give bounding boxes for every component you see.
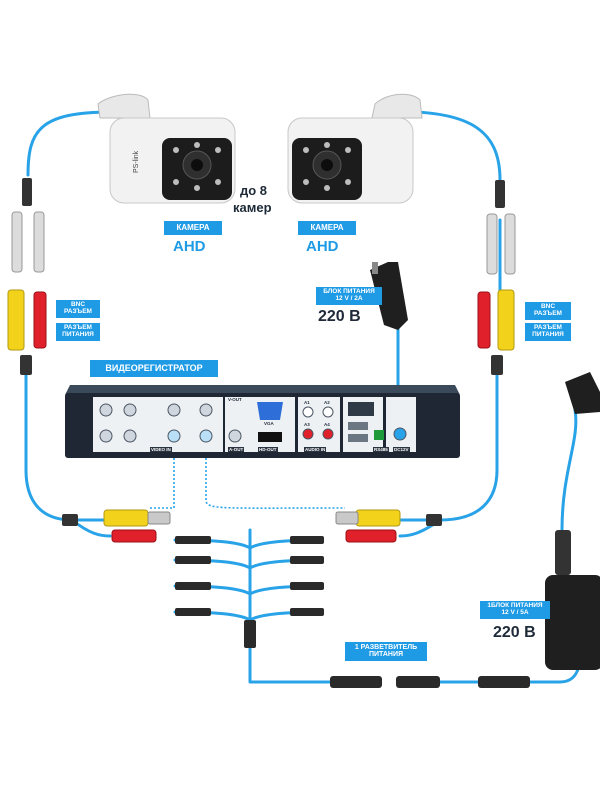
power-plug-icon	[330, 676, 382, 688]
psu-large-voltage: 220 В	[493, 624, 536, 641]
power-plug-icon	[504, 213, 516, 275]
hdmi-port	[258, 432, 282, 442]
camera-left: PS-link	[97, 93, 236, 204]
bnc-connector-icon	[497, 289, 515, 351]
usb-port	[348, 422, 368, 430]
hd-out-label: HD-OUT	[258, 447, 278, 452]
psu-cord-end	[555, 530, 571, 575]
ir-leds	[303, 142, 351, 191]
rs485-label: RS485	[373, 447, 389, 452]
power-panel	[386, 397, 416, 452]
splitter-plugs	[175, 536, 324, 648]
camera-lens-center	[191, 159, 203, 171]
cable-splitter-block	[62, 514, 78, 526]
right-bnc-label: BNC РАЗЪЕМ	[525, 302, 571, 320]
a-out-port	[228, 429, 242, 443]
bnc-connector-icon	[7, 289, 25, 351]
video-in-label: VIDEO IN	[150, 447, 172, 452]
splitter-barrels	[330, 676, 530, 688]
a3-label: A3	[304, 422, 310, 427]
camera-right	[287, 93, 423, 204]
left-bnc-label: BNC РАЗЪЕМ	[56, 300, 100, 318]
bnc-tip	[147, 511, 171, 525]
power-plug-icon	[396, 676, 440, 688]
cable-right-down	[438, 368, 499, 522]
bnc-tip	[335, 511, 359, 525]
lan-port	[348, 402, 374, 416]
psu-small-label: БЛОК ПИТАНИЯ 12 V / 2A	[316, 287, 382, 305]
a-out-label: A-OUT	[228, 447, 245, 452]
cable-splitter-block	[426, 514, 442, 526]
up-to-cameras-line2: камер	[233, 200, 272, 215]
camera-lens-center	[321, 159, 333, 171]
cable-splitter-block	[22, 178, 32, 206]
lower-connectors	[62, 509, 442, 543]
power-plug-icon	[477, 291, 491, 349]
power-plug-icon	[111, 529, 157, 543]
psu-large	[545, 372, 600, 670]
psu-small-voltage: 220 В	[318, 308, 361, 325]
psu-small	[370, 262, 408, 330]
vga-top-label: V-OUT	[228, 397, 242, 402]
bnc-connector-icon	[486, 213, 498, 275]
left-power-label: РАЗЪЕМ ПИТАНИЯ	[56, 323, 100, 341]
bnc-ports	[99, 403, 213, 443]
a1-label: A1	[304, 400, 310, 405]
camera-mount-icon	[371, 93, 423, 119]
camera-right-tag: КАМЕРА	[298, 221, 356, 236]
camera-mount-icon	[97, 93, 151, 119]
cable-plug	[560, 408, 578, 532]
vga-port	[257, 402, 283, 420]
video-line-left	[150, 450, 175, 509]
audio-panel	[298, 397, 340, 452]
a2-label: A2	[324, 400, 330, 405]
video-line-right	[205, 450, 346, 509]
usb-port	[348, 434, 368, 442]
splitter-icon	[244, 620, 256, 648]
dvr-title: ВИДЕОРЕГИСТРАТОР	[90, 360, 218, 378]
bnc-connector-icon	[103, 509, 149, 527]
camera-brand-left: PS-link	[133, 150, 140, 173]
camera-right-type-label: КАМЕРА	[310, 223, 344, 232]
up-to-cameras-line1: до 8	[240, 183, 268, 198]
right-power-label: РАЗЪЕМ ПИТАНИЯ	[525, 323, 571, 341]
camera-left-tag: КАМЕРА	[164, 221, 222, 236]
power-plug-icon	[345, 529, 397, 543]
camera-right-type-value: AHD	[306, 238, 339, 255]
dvr-top	[65, 385, 460, 395]
right-pigtail	[477, 180, 516, 375]
splitter-label: 1 РАЗВЕТВИТЕЛЬ ПИТАНИЯ	[345, 642, 427, 661]
power-adapter-icon	[370, 262, 408, 330]
psu-prong	[372, 262, 378, 274]
power-plug-icon	[33, 291, 47, 349]
vga-label: VGA	[264, 421, 274, 426]
cable-splitter-block	[20, 355, 32, 375]
power-plug-icon	[478, 676, 530, 688]
psu-large-label: 1БЛОК ПИТАНИЯ 12 V / 5A	[480, 601, 550, 619]
cable-splitter-block	[495, 180, 505, 208]
video-lines	[150, 450, 346, 509]
dc12v-label: DC12V	[393, 447, 410, 452]
cable-splitter-block	[491, 355, 503, 375]
audio-in-label: AUDIO IN	[304, 447, 327, 452]
power-adapter-icon	[545, 575, 600, 670]
ir-leds	[173, 142, 221, 191]
camera-left-type-label: КАМЕРА	[176, 223, 210, 232]
cable-left-cam	[26, 110, 114, 177]
cable-left-down	[24, 368, 74, 522]
rs485-terminal	[374, 430, 384, 440]
audio-ports	[302, 406, 334, 440]
dc12v-port	[393, 427, 407, 441]
power-plug-icon	[565, 372, 600, 414]
left-pigtail	[7, 178, 47, 375]
cable-splitter	[248, 640, 332, 684]
camera-left-type-value: AHD	[173, 238, 206, 255]
bnc-connector-icon	[11, 211, 23, 273]
power-plug-icon	[33, 211, 45, 273]
dvr	[65, 385, 460, 458]
a4-label: A4	[324, 422, 330, 427]
bnc-connector-icon	[355, 509, 401, 527]
